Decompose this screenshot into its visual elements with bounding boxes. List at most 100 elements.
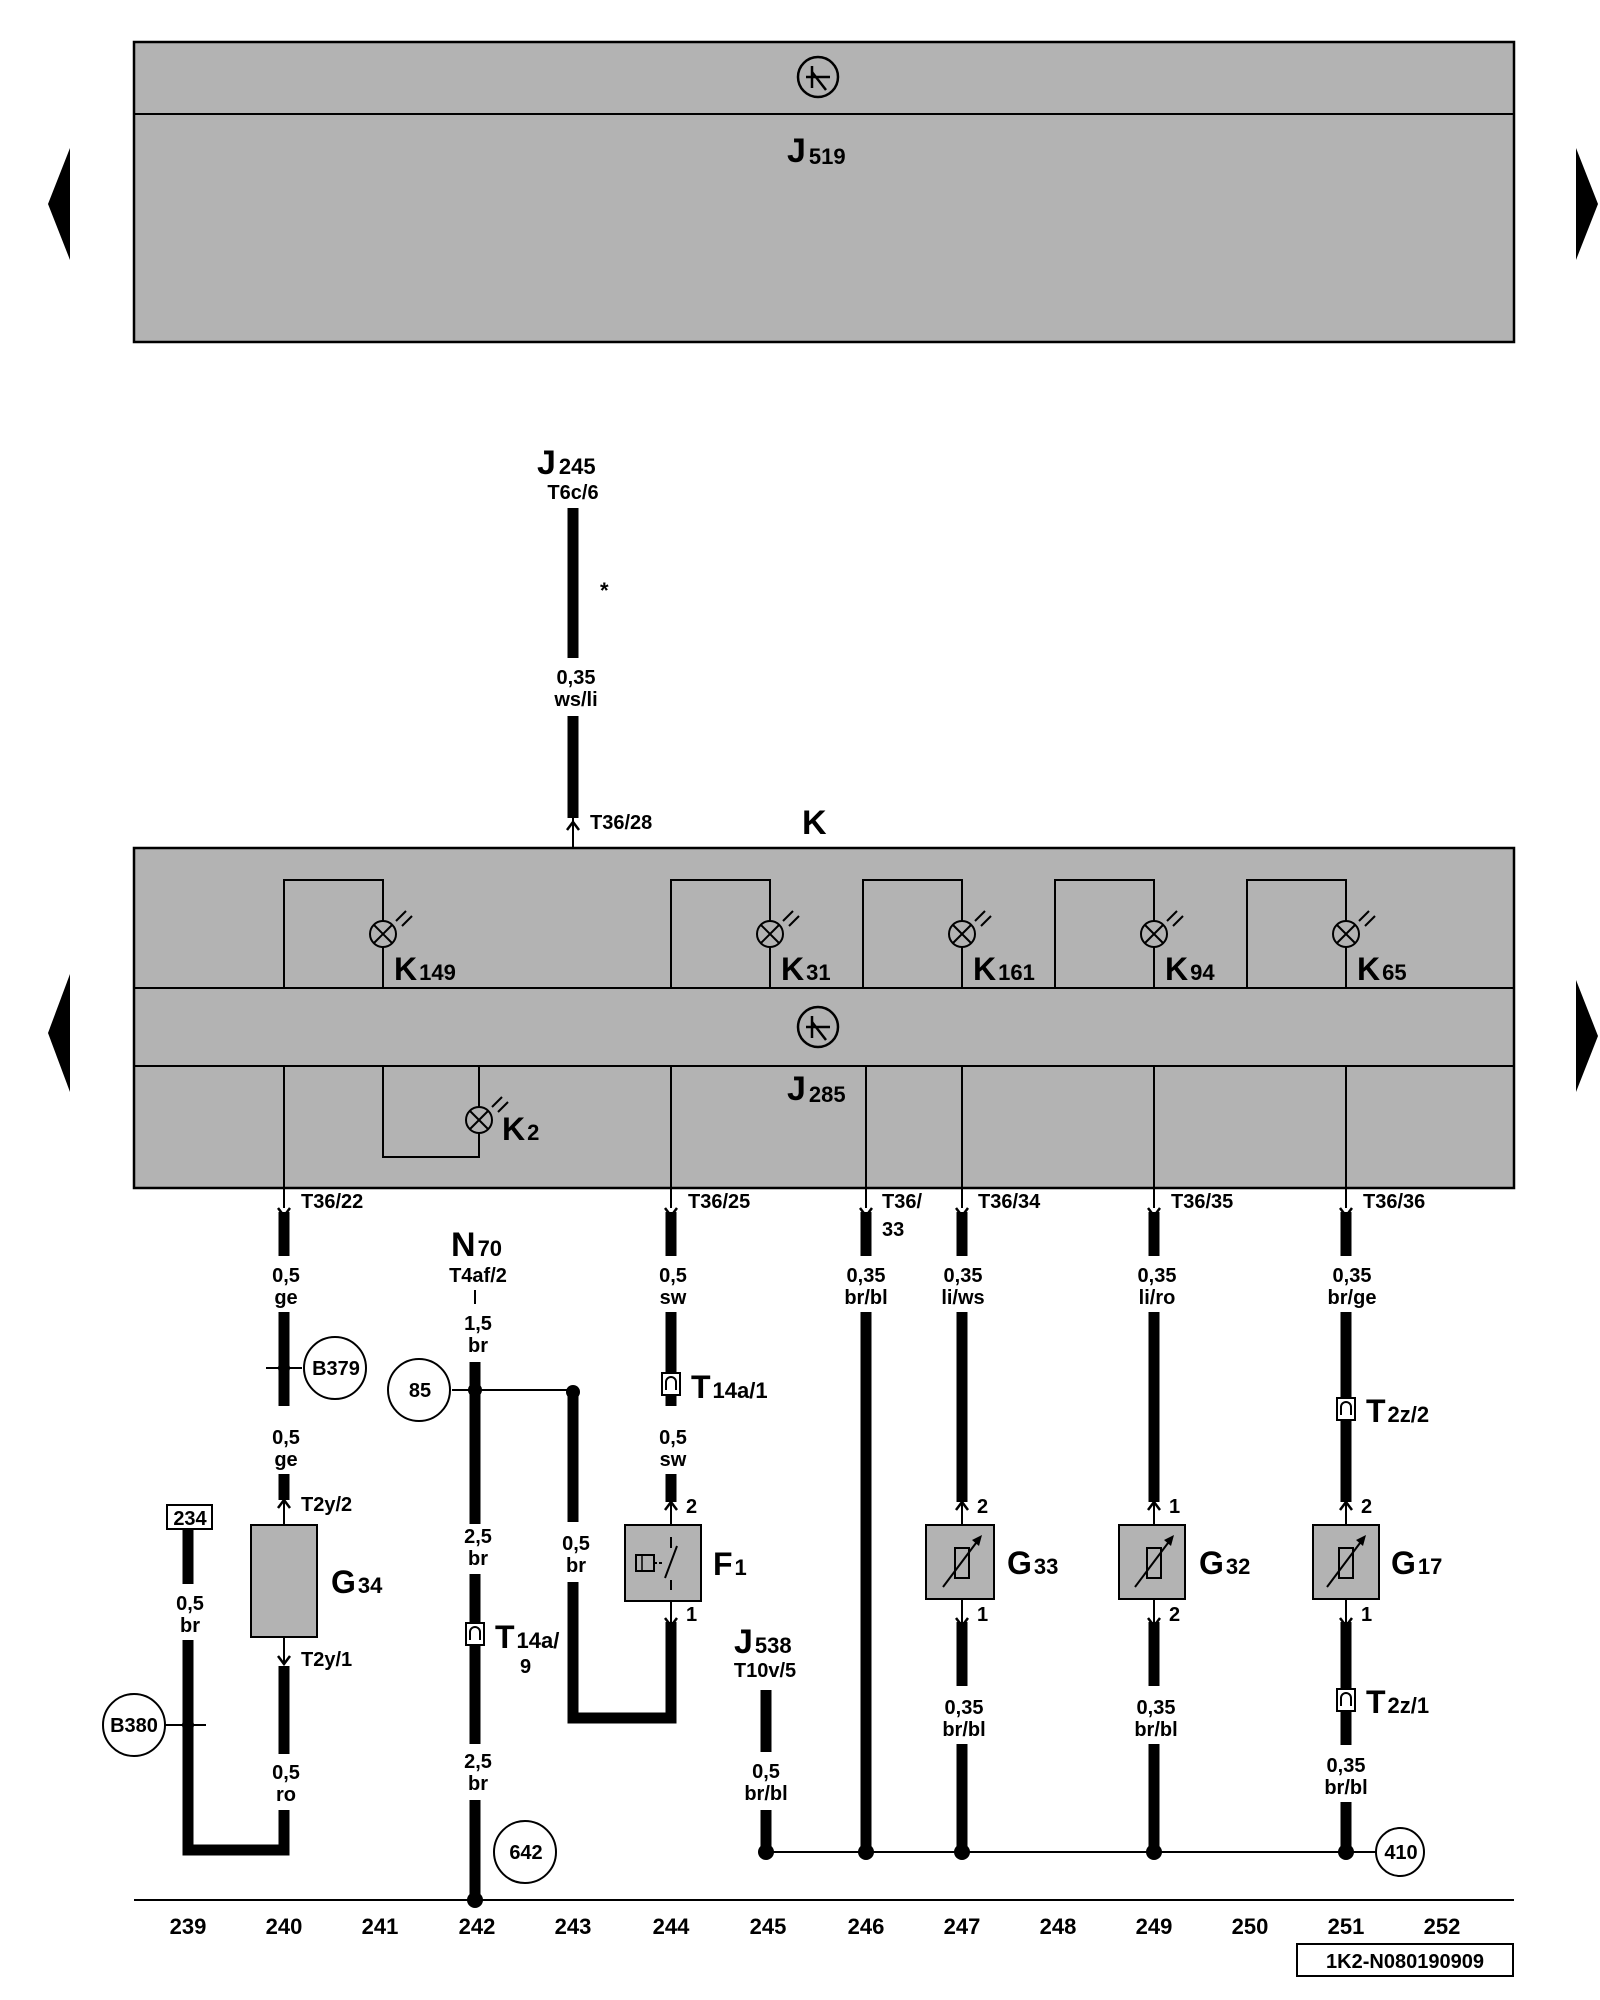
w240c-size: 0,5 — [272, 1762, 300, 1784]
w247b-color: br/bl — [942, 1719, 985, 1741]
w246-color: br/bl — [844, 1287, 887, 1309]
w249a-color: li/ro — [1139, 1287, 1176, 1309]
pin-t36-34: T36/34 — [978, 1191, 1041, 1213]
ref-b380 — [102, 1693, 166, 1757]
column-number: 242 — [459, 1914, 496, 1939]
component-g33-label: G33 — [1007, 1545, 1058, 1581]
w251b-size: 0,35 — [1327, 1755, 1366, 1777]
k-pin-28: T36/28 — [590, 812, 652, 834]
k-bottom-pins: T36/22 T36/25 T36/ 33 T36/34 T36/35 T36/… — [276, 1188, 1425, 1241]
ref-box-234-label: 234 — [173, 1508, 207, 1530]
column-number: 243 — [555, 1914, 592, 1939]
lamp-k94-label: K94 — [1165, 951, 1215, 987]
w247a-size: 0,35 — [944, 1265, 983, 1287]
w247a-color: li/ws — [941, 1287, 984, 1309]
lamp-k65-icon — [1332, 910, 1376, 948]
lamp-k94-icon — [1140, 910, 1184, 948]
lamp-k2-icon — [465, 1096, 509, 1134]
j285-control-unit-icon — [796, 1005, 840, 1049]
g17-pin-top: 2 — [1361, 1496, 1372, 1518]
circuit-251: 0,35 br/ge T2z/2 2 G17 1 T2z/1 0,35 br/b… — [1312, 1212, 1442, 1877]
w246-size: 0,35 — [847, 1265, 886, 1287]
page-prev-arrow-icon-2[interactable] — [48, 974, 70, 1092]
switch-icon — [635, 1537, 678, 1590]
ref-b380-label: B380 — [110, 1715, 158, 1737]
column-number: 247 — [944, 1914, 981, 1939]
w242a-color: br — [468, 1335, 488, 1357]
ref-box-234 — [166, 1504, 213, 1530]
g32-pin-bot: 2 — [1169, 1604, 1180, 1626]
w242b-color: br — [468, 1548, 488, 1570]
pin-t36-33-b: 33 — [882, 1219, 904, 1241]
w251a-color: br/ge — [1328, 1287, 1377, 1309]
circuit-243: 0,5 br — [562, 1385, 677, 1724]
page-prev-arrow-icon[interactable] — [48, 148, 70, 260]
circuit-239: 234 0,5 br B380 — [102, 1504, 213, 1757]
lamp-k149-label: K149 — [394, 951, 456, 987]
w249b-color: br/bl — [1134, 1719, 1177, 1741]
connector-t2z2-label: T2z/2 — [1366, 1393, 1429, 1429]
circuit-249: 0,35 li/ro 1 G32 2 0,35 br/bl — [1118, 1212, 1250, 1860]
lamp-k2-label: K2 — [502, 1111, 539, 1147]
column-number: 252 — [1424, 1914, 1461, 1939]
n70-pin-label: T4af/2 — [449, 1265, 507, 1287]
page-next-arrow-icon[interactable] — [1576, 148, 1598, 260]
ref-85-label: 85 — [409, 1380, 431, 1402]
column-number: 240 — [266, 1914, 303, 1939]
w240b-color: ge — [274, 1449, 297, 1471]
diagram-id-box — [1296, 1943, 1514, 1977]
component-g32 — [1118, 1524, 1186, 1600]
k-instrument-cluster: K K149 K31 K161 — [132, 804, 1516, 1190]
column-number: 249 — [1136, 1914, 1173, 1939]
j538-label: J538 — [734, 1623, 792, 1661]
sensor-icon — [1134, 1535, 1174, 1588]
w251a-size: 0,35 — [1333, 1265, 1372, 1287]
w239-color: br — [180, 1615, 200, 1637]
j538-pin-label: T10v/5 — [734, 1660, 796, 1682]
w240a-color: ge — [274, 1287, 297, 1309]
lamp-k65-label: K65 — [1357, 951, 1407, 987]
column-number: 239 — [170, 1914, 207, 1939]
connector-t14a9-label: T14a/ — [495, 1619, 559, 1655]
w251b-color: br/bl — [1324, 1777, 1367, 1799]
ref-642-label: 642 — [509, 1842, 542, 1864]
component-g32-label: G32 — [1199, 1545, 1250, 1581]
f1-pin-top: 2 — [686, 1496, 697, 1518]
lamp-k31-label: K31 — [781, 951, 831, 987]
pin-t36-25: T36/25 — [688, 1191, 750, 1213]
w245-color: br/bl — [744, 1783, 787, 1805]
lamp-k31-icon — [756, 910, 800, 948]
circuit-242: N70 T4af/2 1,5 br 85 2,5 br T14a/ 9 2,5 … — [387, 1226, 573, 1908]
column-number: 246 — [848, 1914, 885, 1939]
w240a-size: 0,5 — [272, 1265, 300, 1287]
column-number: 251 — [1328, 1914, 1365, 1939]
ref-85 — [387, 1358, 451, 1422]
circuit-244: 0,5 sw T14a/1 0,5 sw 2 F1 1 — [624, 1212, 768, 1628]
component-g17-label: G17 — [1391, 1545, 1442, 1581]
component-f1-label: F1 — [713, 1546, 747, 1582]
j245-wire-color: ws/li — [553, 689, 597, 711]
connector-t14a9-sub2: 9 — [520, 1656, 531, 1678]
page-next-arrow-icon-2[interactable] — [1576, 980, 1598, 1092]
j245-wire-size: 0,35 — [557, 667, 596, 689]
w249b-size: 0,35 — [1137, 1697, 1176, 1719]
lamp-k161-icon — [948, 910, 992, 948]
column-numbers: 239 240 241 242 243 244 245 246 247 248 … — [170, 1914, 1461, 1939]
pin-t36-35: T36/35 — [1171, 1191, 1233, 1213]
component-g34 — [250, 1524, 318, 1638]
lamp-k161-label: K161 — [973, 951, 1035, 987]
circuit-245: J538 T10v/5 0,5 br/bl — [734, 1623, 796, 1860]
control-unit-icon — [796, 55, 840, 99]
component-g33 — [925, 1524, 995, 1600]
pin-t36-33-a: T36/ — [882, 1191, 922, 1213]
component-g17 — [1312, 1524, 1380, 1600]
sensor-icon — [1326, 1535, 1366, 1588]
ref-b379 — [303, 1336, 367, 1400]
connector-t14a1-label: T14a/1 — [691, 1369, 768, 1405]
w239-size: 0,5 — [176, 1593, 204, 1615]
g32-pin-top: 1 — [1169, 1496, 1180, 1518]
